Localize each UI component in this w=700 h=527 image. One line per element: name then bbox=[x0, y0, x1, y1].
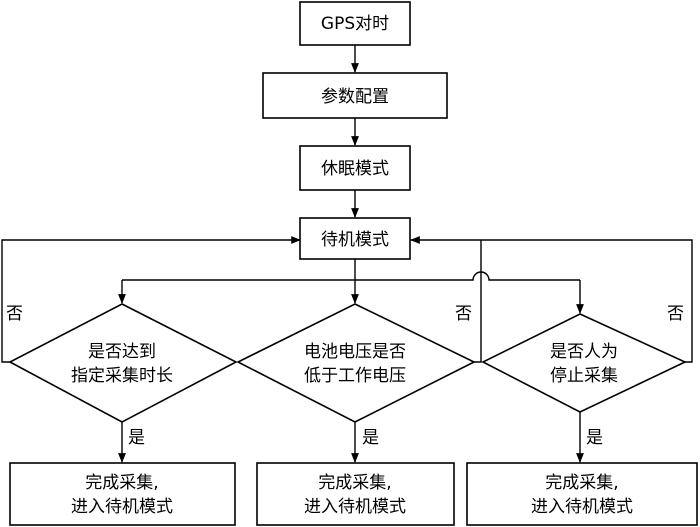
node-complete-3: 完成采集, 进入待机模式 bbox=[466, 462, 698, 526]
decision-manual-stop: 是否人为 停止采集 bbox=[481, 313, 687, 413]
label-yes-decision1: 是 bbox=[128, 428, 145, 448]
node-complete-2-line2: 进入待机模式 bbox=[304, 497, 406, 517]
decision-manual-line2: 停止采集 bbox=[550, 366, 618, 386]
node-sleep-mode-label: 休眠模式 bbox=[321, 159, 389, 179]
edge-decision2-no-loop bbox=[474, 240, 482, 363]
edge-split-horizontal bbox=[122, 271, 580, 281]
node-complete-1: 完成采集, 进入待机模式 bbox=[9, 462, 236, 526]
label-no-decision3: 否 bbox=[667, 304, 684, 324]
node-complete-1-line1: 完成采集, bbox=[85, 473, 158, 493]
label-yes-decision2: 是 bbox=[362, 428, 379, 448]
node-complete-2-line1: 完成采集, bbox=[318, 473, 391, 493]
label-no-decision2: 否 bbox=[455, 304, 472, 324]
label-yes-decision3: 是 bbox=[586, 428, 603, 448]
decision-battery-line1: 电池电压是否 bbox=[304, 342, 406, 362]
node-sleep-mode: 休眠模式 bbox=[299, 145, 411, 191]
edges bbox=[1, 45, 693, 463]
node-standby-mode: 待机模式 bbox=[299, 217, 411, 260]
node-gps-sync-label: GPS对时 bbox=[321, 14, 389, 34]
edge-decision3-no-loop bbox=[410, 236, 693, 363]
decision-battery-line2: 低于工作电压 bbox=[304, 366, 406, 386]
decision-duration-line1: 是否达到 bbox=[88, 342, 156, 362]
decision-battery-low: 电池电压是否 低于工作电压 bbox=[236, 303, 476, 423]
node-complete-3-line1: 完成采集, bbox=[545, 473, 618, 493]
node-complete-2: 完成采集, 进入待机模式 bbox=[256, 462, 455, 526]
node-param-config-label: 参数配置 bbox=[321, 87, 389, 107]
edge-decision1-no-loop bbox=[1, 236, 301, 363]
label-no-decision1: 否 bbox=[6, 304, 23, 324]
edge-labels: 否 否 否 是 是 是 bbox=[6, 304, 684, 448]
decision-duration-line2: 指定采集时长 bbox=[71, 366, 173, 386]
node-param-config: 参数配置 bbox=[262, 72, 448, 119]
node-complete-3-line2: 进入待机模式 bbox=[531, 497, 633, 517]
node-complete-1-line2: 进入待机模式 bbox=[71, 497, 173, 517]
node-standby-mode-label: 待机模式 bbox=[321, 230, 389, 250]
decision-duration-reached: 是否达到 指定采集时长 bbox=[8, 303, 238, 423]
node-gps-sync: GPS对时 bbox=[299, 1, 411, 46]
decision-manual-line1: 是否人为 bbox=[550, 342, 618, 362]
